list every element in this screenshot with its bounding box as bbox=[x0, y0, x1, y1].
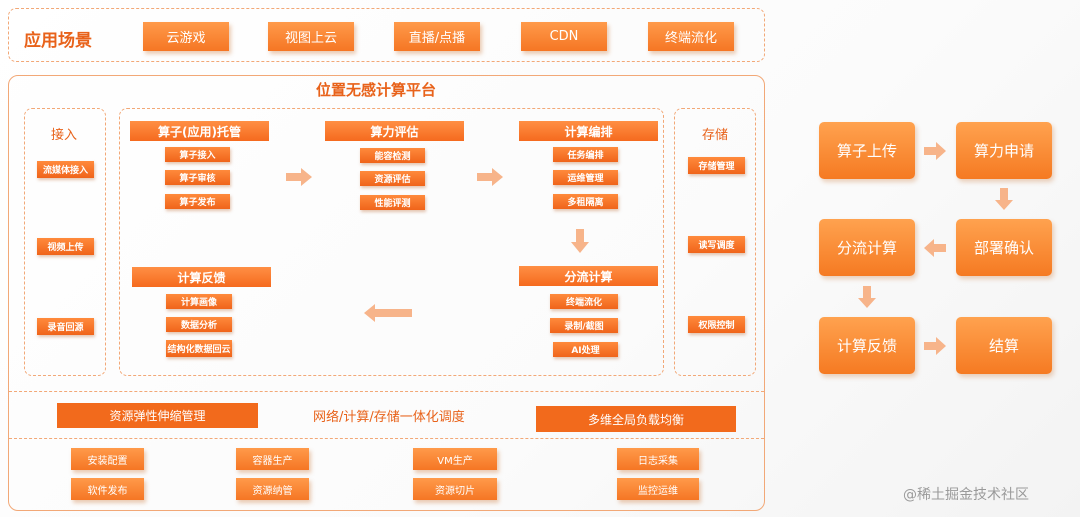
infra-log-collection: 日志采集 bbox=[617, 448, 699, 470]
access-audio-return: 录音回源 bbox=[37, 318, 94, 335]
elastic-scaling-bar: 资源弹性伸缩管理 bbox=[57, 403, 258, 428]
arrow-right-icon bbox=[286, 168, 312, 186]
power-resource-eval: 资源评估 bbox=[360, 171, 425, 186]
infra-install-config: 安装配置 bbox=[71, 448, 144, 470]
operator-publish: 算子发布 bbox=[165, 194, 230, 209]
power-performance-test: 性能评测 bbox=[360, 195, 425, 210]
flow-step-deploy-confirm: 部署确认 bbox=[956, 219, 1052, 276]
access-title: 接入 bbox=[51, 128, 78, 143]
load-balance-bar: 多维全局负载均衡 bbox=[536, 406, 736, 432]
storage-permission: 权限控制 bbox=[688, 316, 745, 333]
access-video-upload: 视频上传 bbox=[37, 238, 94, 255]
split-terminal-stream: 终端流化 bbox=[550, 294, 618, 309]
arrow-left-icon bbox=[924, 239, 946, 257]
scenario-cdn: CDN bbox=[521, 22, 607, 51]
feedback-structured-data: 结构化数据回云 bbox=[166, 340, 232, 357]
platform-separator-top bbox=[9, 391, 764, 392]
flow-step-compute-feedback: 计算反馈 bbox=[819, 317, 915, 374]
storage-column bbox=[674, 108, 756, 376]
orch-ops: 运维管理 bbox=[553, 170, 618, 185]
feedback-profile: 计算画像 bbox=[166, 294, 232, 309]
scenario-live-vod: 直播/点播 bbox=[394, 22, 480, 51]
arrow-right-icon bbox=[924, 142, 946, 160]
core-area bbox=[119, 108, 664, 376]
infra-monitoring-ops: 监控运维 bbox=[617, 478, 699, 500]
orch-tenant-isolation: 多租隔离 bbox=[553, 194, 618, 209]
scenarios-title: 应用场景 bbox=[24, 31, 92, 51]
arrow-left-icon bbox=[364, 304, 412, 322]
arrow-down-icon bbox=[995, 188, 1013, 210]
operator-ingest: 算子接入 bbox=[165, 147, 230, 162]
flow-step-operator-upload: 算子上传 bbox=[819, 122, 915, 179]
platform-panel bbox=[8, 75, 765, 511]
storage-title: 存储 bbox=[702, 128, 729, 143]
scenario-cloud-gaming: 云游戏 bbox=[143, 22, 229, 51]
split-ai-process: AI处理 bbox=[553, 342, 618, 357]
scenario-terminal-stream: 终端流化 bbox=[648, 22, 734, 51]
access-column bbox=[24, 108, 106, 376]
arrow-right-icon bbox=[477, 168, 503, 186]
flow-step-split-compute: 分流计算 bbox=[819, 219, 915, 276]
power-capacity-check: 能容检测 bbox=[360, 148, 425, 163]
scenarios-panel bbox=[8, 8, 765, 62]
platform-separator-bottom bbox=[9, 438, 764, 439]
access-stream-ingest: 流媒体接入 bbox=[37, 161, 94, 178]
infra-resource-mgmt: 资源纳管 bbox=[236, 478, 309, 500]
orch-task: 任务编排 bbox=[553, 147, 618, 162]
infra-resource-slicing: 资源切片 bbox=[413, 478, 497, 500]
flow-step-power-request: 算力申请 bbox=[956, 122, 1052, 179]
infra-container-prod: 容器生产 bbox=[236, 448, 309, 470]
operator-hosting-header: 算子(应用)托管 bbox=[130, 121, 269, 141]
compute-feedback-header: 计算反馈 bbox=[132, 267, 271, 287]
storage-rw-scheduling: 读写调度 bbox=[688, 236, 745, 253]
scenario-view-cloud: 视图上云 bbox=[268, 22, 354, 51]
operator-review: 算子审核 bbox=[165, 170, 230, 185]
split-record-screenshot: 录制/截图 bbox=[550, 318, 618, 333]
feedback-analysis: 数据分析 bbox=[166, 317, 232, 332]
storage-management: 存储管理 bbox=[688, 157, 745, 174]
arrow-down-icon bbox=[571, 229, 589, 253]
split-compute-header: 分流计算 bbox=[519, 266, 658, 286]
infra-software-release: 软件发布 bbox=[71, 478, 144, 500]
arrow-right-icon bbox=[924, 337, 946, 355]
integrated-scheduling-label: 网络/计算/存储一体化调度 bbox=[313, 410, 465, 425]
infra-vm-prod: VM生产 bbox=[413, 448, 497, 470]
platform-title: 位置无感计算平台 bbox=[316, 81, 437, 99]
flow-step-settlement: 结算 bbox=[956, 317, 1052, 374]
compute-orch-header: 计算编排 bbox=[519, 121, 658, 141]
watermark: @稀土掘金技术社区 bbox=[903, 487, 1029, 503]
power-eval-header: 算力评估 bbox=[325, 121, 464, 141]
arrow-down-icon bbox=[858, 286, 876, 308]
